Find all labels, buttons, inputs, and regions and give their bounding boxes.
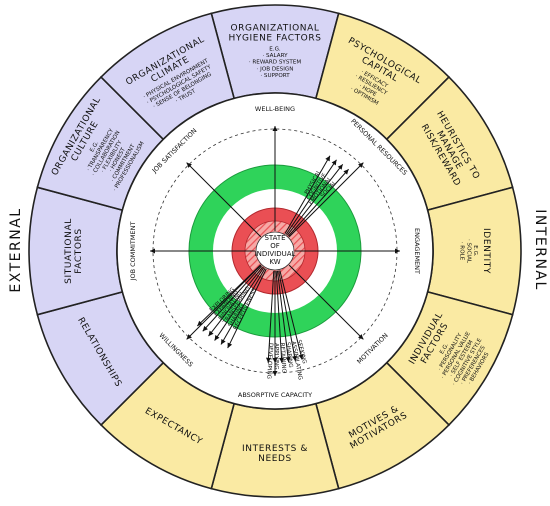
arrow-resource-cognitive [285, 159, 337, 235]
arrow-absorptive-sharing [276, 270, 291, 363]
segment-item: E.G. [472, 245, 478, 257]
external-label: EXTERNAL [8, 207, 24, 292]
arrow-absorptive-seeking [279, 270, 304, 360]
center-label: STATE [264, 234, 285, 242]
arrow-willingness-exploring [196, 264, 261, 327]
segment-title-line: NEEDS [258, 454, 292, 464]
arrow-willingness-transferring [214, 267, 265, 341]
segment-title-line: FACTORS [74, 228, 84, 273]
absorptive-item: APPLYING [273, 343, 279, 370]
segment-item: · SOCIAL [465, 239, 471, 264]
inner-label-well-being: WELL-BEING [255, 105, 295, 113]
segment-item: · ROLE [459, 242, 465, 261]
arrow-willingness-innovating [208, 266, 264, 337]
arrow-resource-emotional [286, 164, 344, 236]
center-label: KW [269, 258, 280, 266]
segment-text: INTERESTS &NEEDS [242, 444, 308, 464]
inner-label-engagement: ENGAGEMENT [413, 228, 421, 274]
inner-label-absorptive-capacity: ABSORPTIVE CAPACITY [238, 391, 312, 399]
segment-title-line: INTERESTS & [242, 444, 308, 454]
segment-item: · SALARY [262, 53, 288, 59]
arrow-willingness-receptiveness [227, 268, 267, 349]
arrow-absorptive-retaining [275, 270, 285, 363]
arrow-absorptive-assimilating [278, 270, 297, 362]
arrow-engagement [295, 248, 400, 254]
segment-title-line: HYGIENE FACTORS [228, 34, 321, 44]
arrow-job-commitment [150, 248, 255, 254]
segment-title-line: SITUATIONAL [64, 218, 74, 284]
arrow-motivation [288, 264, 364, 340]
segment-relationships: RELATIONSHIPS [36, 290, 165, 427]
segment-item: · SUPPORT [260, 73, 290, 79]
segment-title-line: ORGANIZATIONAL [230, 24, 319, 34]
segment-item: · REWARD SYSTEM [249, 60, 301, 66]
segment-item: E.G. [89, 140, 100, 153]
absorptive-item: SHARING [284, 342, 293, 368]
center-label: INDIVIDUAL [255, 250, 296, 258]
arrow-job-satisfaction [186, 162, 262, 238]
arrow-willingness [186, 264, 262, 340]
arrow-absorptive-applying [272, 271, 278, 363]
arrow-resource-social [288, 168, 349, 237]
absorptive-item: DEVELOPING [265, 343, 273, 379]
absorptive-item: RETAINING [279, 343, 287, 374]
center-label: OF [270, 242, 280, 250]
arrow-willingness-sharing [220, 268, 266, 345]
internal-label: INTERNAL [532, 209, 548, 291]
core-center [255, 231, 295, 271]
inner-label-job-commitment: JOB COMMITMENT [129, 222, 137, 282]
absorptive-item: SEEKING [295, 339, 307, 364]
segment-title-line: IDENTITY [481, 228, 491, 274]
segment-item: E.G. [439, 342, 450, 355]
arrow-willingness-expanding [202, 265, 262, 332]
segment-item: · JOB DESIGN [257, 66, 294, 72]
arrow-personal-resources [288, 162, 364, 238]
arrow-absorptive-developing [265, 270, 275, 363]
arrow-resource-physical [284, 155, 331, 234]
segment-item: E.G. [269, 47, 281, 53]
arrow-well-being [272, 126, 278, 231]
segment-motives-motivators: MOTIVES &MOTIVATORS [314, 361, 451, 490]
